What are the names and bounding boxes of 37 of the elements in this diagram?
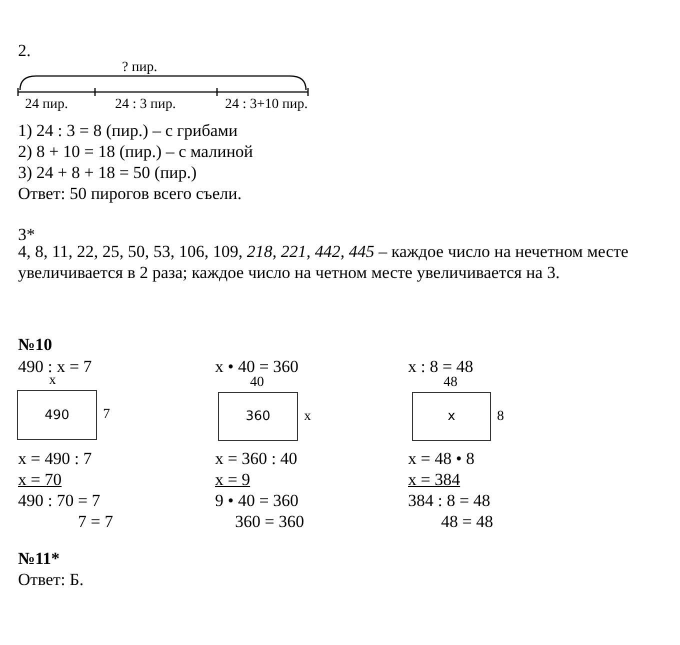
area-value: 490	[44, 408, 70, 422]
rectangle-drawing	[17, 390, 97, 440]
equation: x = 490 : 7	[18, 448, 92, 469]
equation: 490 : 70 = 7	[18, 490, 100, 511]
width-label: 48	[444, 375, 458, 391]
solution-line: 3) 24 + 8 + 18 = 50 (пир.)	[18, 162, 197, 183]
equation: 360 = 360	[235, 511, 304, 532]
rectangle-drawing	[218, 392, 298, 441]
width-label: 40	[250, 375, 264, 391]
answer-text: Ответ: Б.	[18, 569, 84, 590]
answer-text: Ответ: 50 пирогов всего съели.	[18, 183, 242, 204]
result-line: x = 384	[408, 469, 460, 490]
equation: x • 40 = 360	[215, 356, 299, 376]
result-line: x = 70	[18, 469, 62, 490]
height-label: 7	[103, 407, 110, 423]
segment-label: 24 : 3 пир.	[115, 97, 176, 113]
equation: x : 8 = 48	[408, 356, 474, 376]
task-number: 2.	[18, 40, 31, 61]
area-value: 360	[246, 409, 270, 424]
equation: 9 • 40 = 360	[215, 490, 299, 511]
segment-label: 24 пир.	[25, 97, 68, 113]
rectangle-drawing	[412, 392, 491, 441]
equation: 7 = 7	[78, 511, 114, 532]
height-label: 8	[497, 408, 504, 424]
height-label: x	[304, 408, 311, 424]
equation: x = 48 • 8	[408, 448, 475, 469]
equation: x = 360 : 40	[215, 448, 298, 469]
solution-line: 2) 8 + 10 = 18 (пир.) – с малиной	[18, 141, 254, 162]
result-line: x = 9	[215, 469, 250, 490]
solution-line: 1) 24 : 3 = 8 (пир.) – с грибами	[18, 120, 238, 141]
task-number: №11*	[18, 548, 60, 569]
equation: 48 = 48	[441, 511, 494, 532]
task-number: №10	[18, 334, 52, 355]
area-value: x	[448, 409, 456, 424]
segment-label: ? пир.	[122, 60, 158, 76]
segment-label: 24 : 3+10 пир.	[225, 97, 308, 113]
equation: 384 : 8 = 48	[408, 490, 490, 511]
